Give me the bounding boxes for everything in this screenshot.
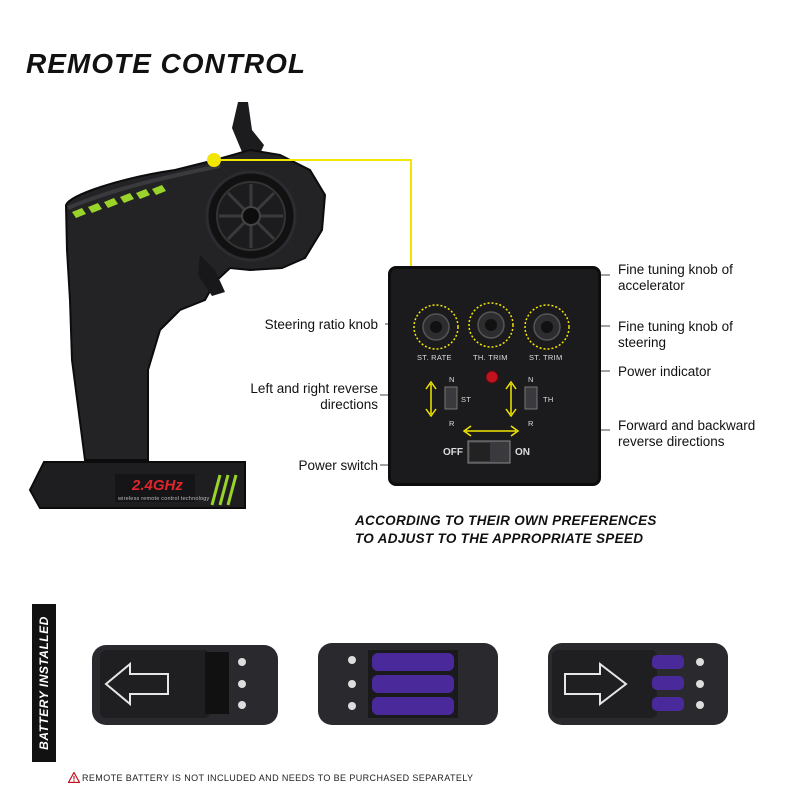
- switch-right-n: N: [528, 375, 534, 384]
- power-off-label: OFF: [443, 447, 463, 458]
- switch-left-n: N: [449, 375, 455, 384]
- battery-warning: REMOTE BATTERY IS NOT INCLUDED AND NEEDS…: [82, 773, 474, 783]
- preference-line-1: ACCORDING TO THEIR OWN PREFERENCES: [355, 513, 657, 528]
- callout-power-switch: Power switch: [298, 458, 378, 473]
- callout-steering-ratio: Steering ratio knob: [264, 317, 378, 332]
- switch-right-th: TH: [543, 395, 554, 404]
- battery-side-label: BATTERY INSTALLED: [32, 604, 56, 762]
- callout-lr-reverse: Left and right reverse directions: [250, 381, 378, 412]
- knob-label-th-trim: TH. TRIM: [473, 353, 508, 362]
- switch-left-st: ST: [461, 395, 472, 404]
- preference-text: ACCORDING TO THEIR OWN PREFERENCES TO AD…: [355, 512, 657, 548]
- frequency-badge: 2.4GHz: [132, 477, 183, 494]
- battery-side-text: BATTERY INSTALLED: [37, 616, 51, 750]
- panel-graphic: [413, 302, 570, 464]
- switch-right-r: R: [528, 419, 534, 428]
- page-title: REMOTE CONTROL: [26, 48, 306, 79]
- control-panel: ST. RATE TH. TRIM ST. TRIM N ST R N TH R…: [388, 266, 601, 486]
- switch-left-r: R: [449, 419, 455, 428]
- preference-line-2: TO ADJUST TO THE APPROPRIATE SPEED: [355, 531, 644, 546]
- warning-icon: [68, 772, 80, 783]
- callout-power-indicator: Power indicator: [618, 364, 712, 379]
- knob-label-st-rate: ST. RATE: [417, 353, 452, 362]
- badge-subtext: wireless remote control technology: [118, 496, 210, 502]
- callout-fb-reverse: Forward and backward reverse directions: [618, 418, 756, 449]
- knob-label-st-trim: ST. TRIM: [529, 353, 563, 362]
- power-on-label: ON: [515, 447, 530, 458]
- callout-fine-accelerator: Fine tuning knob of accelerator: [618, 262, 733, 293]
- callout-fine-steering: Fine tuning knob of steering: [618, 319, 733, 350]
